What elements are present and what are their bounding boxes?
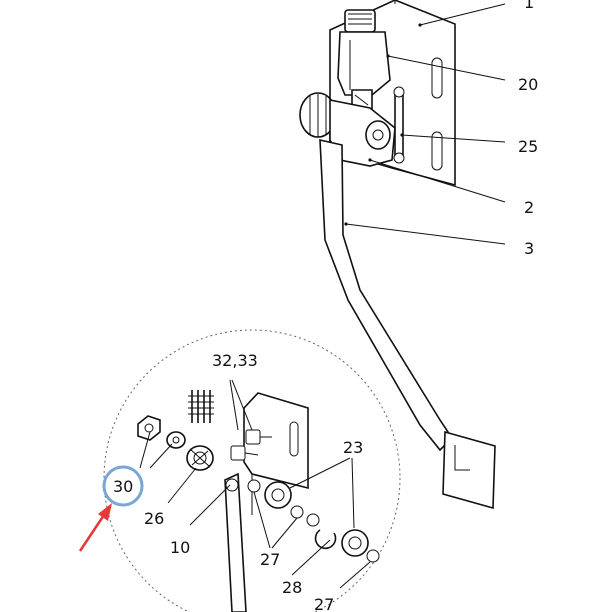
callout-10: 10 (170, 538, 190, 557)
highlight-circle (102, 465, 144, 507)
detail-leader-lines (139, 379, 371, 589)
callout-3: 3 (524, 239, 534, 258)
callout-23: 23 (343, 438, 363, 457)
detail-bolts (188, 390, 272, 461)
callout-26: 26 (144, 509, 164, 528)
callout-25: 25 (518, 137, 538, 156)
pedal-pad (442, 430, 496, 510)
leader-lines (344, 3, 506, 245)
callout-32-33: 32,33 (212, 351, 258, 370)
detail-bracket (243, 392, 309, 515)
callout-20: 20 (518, 75, 538, 94)
callout-2: 2 (524, 198, 534, 217)
callout-1: 1 (524, 0, 534, 12)
callout-28: 28 (282, 578, 302, 597)
detail-bushing-10 (186, 445, 214, 471)
callout-30: 30 (113, 477, 133, 496)
detail-nut (137, 415, 161, 441)
detail-rings (247, 479, 380, 563)
return-spring-rod (393, 86, 405, 164)
callout-27-upper: 27 (260, 550, 280, 569)
pedal-hub (299, 92, 396, 167)
detail-arm (224, 472, 247, 612)
red-arrow (78, 503, 112, 552)
switch-housing (337, 9, 391, 111)
callout-27-lower: 27 (314, 595, 334, 612)
detail-washer-26 (166, 431, 186, 449)
detail-view-boundary (103, 329, 401, 612)
detail-bearing-23 (264, 481, 369, 557)
pedal-arm (319, 138, 454, 452)
